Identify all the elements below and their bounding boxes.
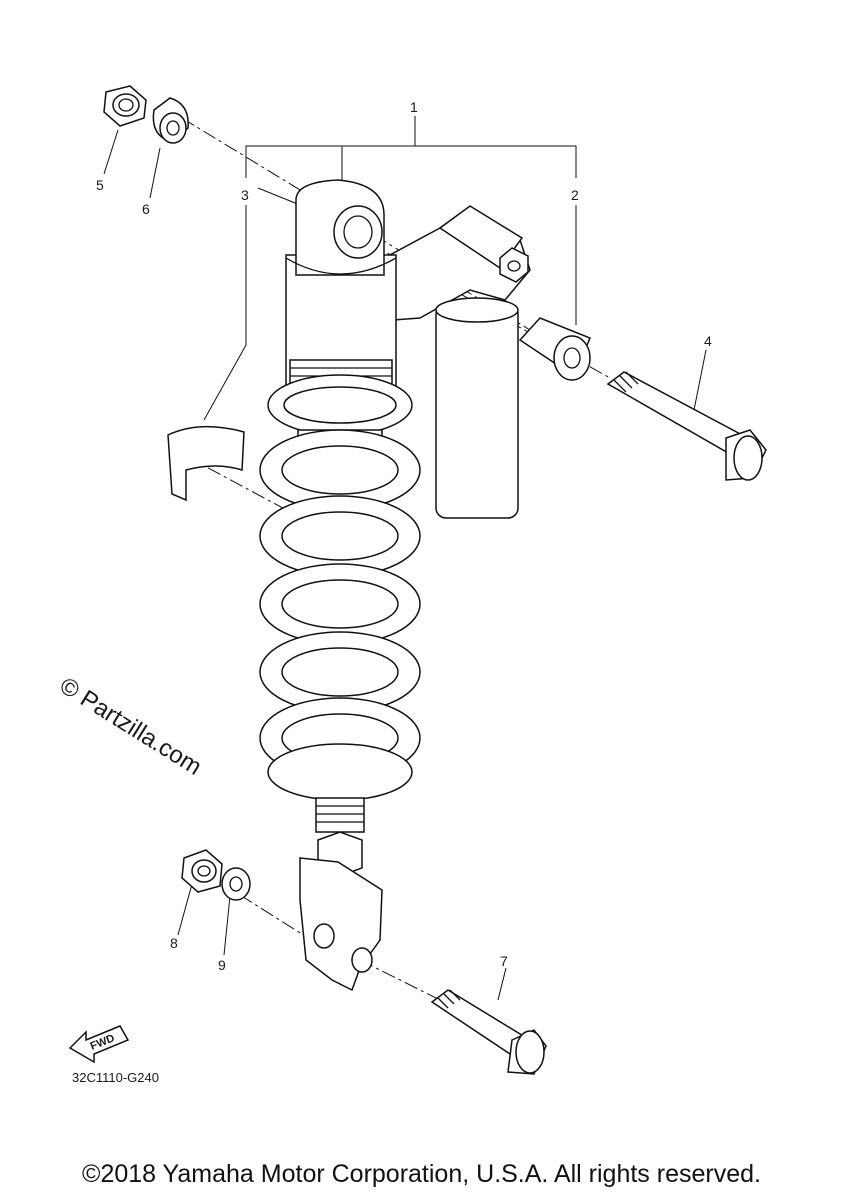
assembly-bracket xyxy=(245,116,577,186)
callout-6: 6 xyxy=(142,201,150,217)
collar xyxy=(152,97,189,144)
copyright-notice: ©2018 Yamaha Motor Corporation, U.S.A. A… xyxy=(82,1160,761,1188)
upper-collar xyxy=(518,317,591,381)
shock-lower-clevis xyxy=(299,797,383,992)
callout-labels: 1 2 3 4 5 6 7 8 9 xyxy=(96,99,712,973)
shock-spring xyxy=(259,374,421,801)
lower-bolt xyxy=(430,989,547,1075)
leader-lines xyxy=(103,129,707,1001)
shock-body xyxy=(285,179,397,401)
callout-1: 1 xyxy=(410,99,418,115)
washer xyxy=(221,867,251,901)
nut-upper xyxy=(103,85,147,127)
fwd-arrow-icon: FWD xyxy=(68,1025,130,1064)
callout-7: 7 xyxy=(500,953,508,969)
callout-5: 5 xyxy=(96,177,104,193)
partzilla-watermark: © Partzilla.com xyxy=(55,672,206,781)
nut-lower xyxy=(181,849,223,893)
drawing-code: 32C1110-G240 xyxy=(72,1070,159,1085)
shock-reservoir xyxy=(361,205,531,519)
upper-bolt xyxy=(606,371,767,481)
callout-4: 4 xyxy=(704,333,712,349)
spring-guide-cover xyxy=(167,425,245,502)
callout-8: 8 xyxy=(170,935,178,951)
callout-9: 9 xyxy=(218,957,226,973)
callout-2: 2 xyxy=(571,187,579,203)
callout-3: 3 xyxy=(241,187,249,203)
